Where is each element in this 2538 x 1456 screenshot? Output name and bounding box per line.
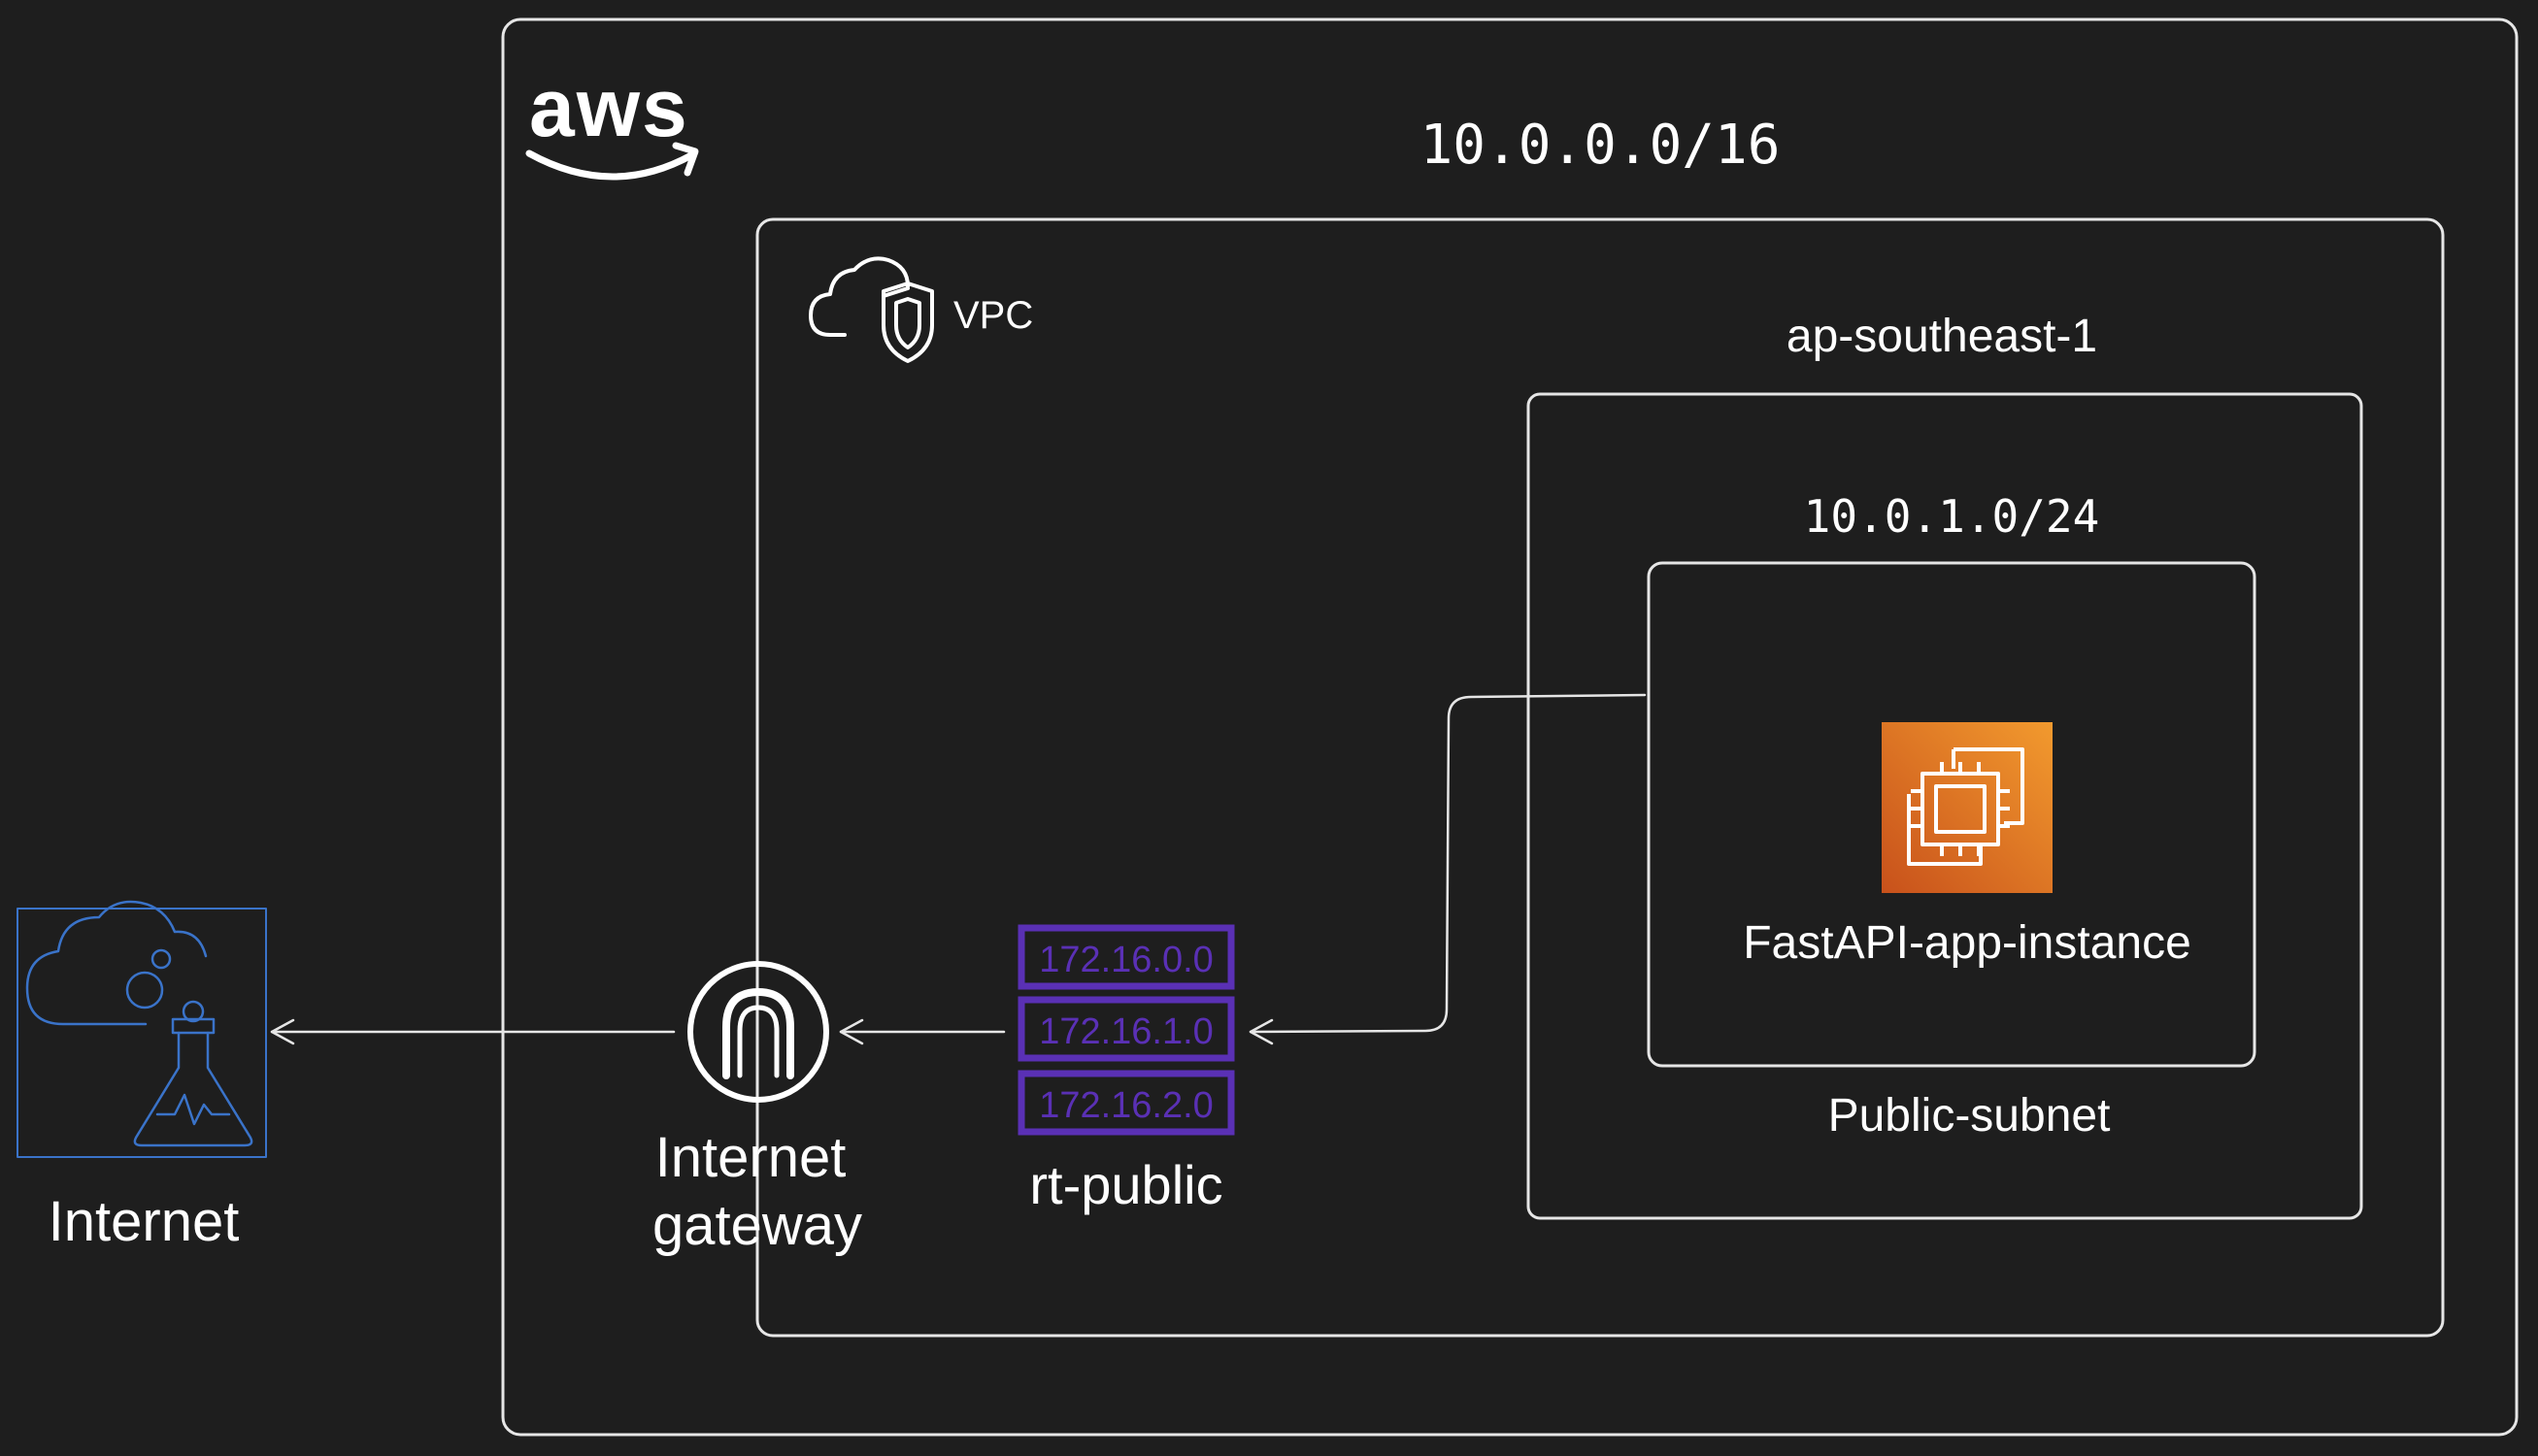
aws-logo: aws — [525, 62, 699, 181]
aws-logo-text: aws — [529, 62, 689, 153]
subnet-name: Public-subnet — [1828, 1090, 2111, 1142]
instance-name: FastAPI-app-instance — [1743, 917, 2191, 969]
gateway-label-line2: gateway — [652, 1194, 862, 1257]
internet-label: Internet — [49, 1190, 240, 1253]
region-boundary — [1526, 392, 2363, 1220]
ec2-instance-icon — [1882, 722, 2053, 893]
aws-cloud-boundary — [501, 17, 2519, 1437]
internet-gateway-icon — [687, 961, 829, 1103]
subnet-cidr: 10.0.1.0/24 — [1804, 490, 2100, 543]
route-entry: 172.16.2.0 — [1039, 1085, 1214, 1126]
connector-route-table-to-gateway — [839, 1018, 1006, 1045]
connector-gateway-to-internet — [270, 1018, 676, 1045]
route-entry: 172.16.1.0 — [1039, 1011, 1214, 1052]
gateway-label-line1: Internet — [655, 1126, 847, 1189]
route-table-icon — [1018, 924, 1235, 1136]
region-label: ap-southeast-1 — [1787, 311, 2097, 362]
subnet-boundary — [1647, 561, 2256, 1068]
vpc-boundary — [755, 217, 2445, 1338]
connector-instance-to-route-table — [1249, 693, 1647, 1045]
route-table-name: rt-public — [1029, 1154, 1222, 1215]
vpc-cidr: 10.0.0.0/16 — [1420, 114, 1781, 177]
route-entry: 172.16.0.0 — [1039, 940, 1214, 980]
vpc-label: VPC — [953, 294, 1033, 337]
vpc-cloud-shield-icon — [809, 256, 934, 363]
aws-smile-icon — [525, 149, 695, 181]
cloud-flask-icon — [17, 900, 267, 1158]
